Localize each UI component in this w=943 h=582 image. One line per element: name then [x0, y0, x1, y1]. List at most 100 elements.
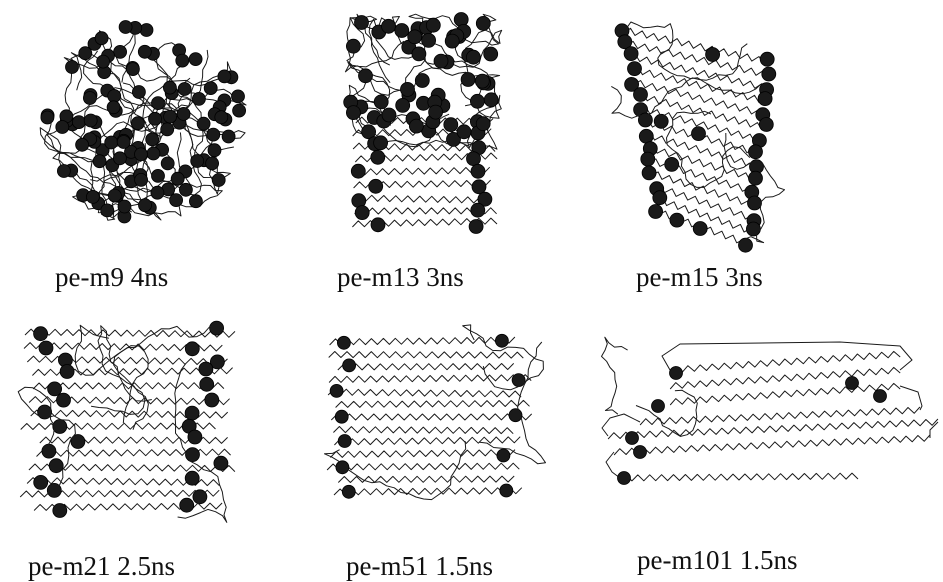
defect-bead	[335, 410, 348, 423]
defect-bead	[374, 136, 388, 150]
molecule-render-pe-m51	[318, 320, 550, 516]
defect-bead	[461, 73, 475, 87]
defect-bead	[57, 393, 71, 407]
defect-bead	[179, 183, 192, 196]
defect-bead	[693, 222, 707, 236]
defect-bead	[53, 504, 67, 518]
defect-bead	[484, 47, 498, 61]
defect-bead	[382, 19, 396, 33]
defect-bead	[618, 472, 631, 485]
defect-bead	[178, 83, 191, 96]
defect-bead	[634, 88, 648, 102]
panel-pe-m15	[600, 14, 800, 254]
defect-bead	[641, 152, 655, 166]
polymer-chain	[900, 386, 922, 410]
defect-bead	[49, 459, 63, 473]
defect-bead	[164, 110, 177, 123]
defect-bead	[409, 119, 423, 133]
polymer-chain	[670, 383, 900, 405]
defect-bead	[205, 393, 219, 407]
defect-bead	[132, 86, 145, 99]
defect-bead	[330, 384, 343, 397]
polymer-chain	[653, 185, 753, 219]
defect-bead	[60, 365, 74, 379]
defect-bead	[626, 432, 639, 445]
molecule-render-pe-m21	[10, 320, 245, 526]
polymer-chain	[37, 449, 231, 456]
defect-bead	[193, 490, 207, 504]
defect-bead	[475, 74, 489, 88]
defect-bead	[101, 204, 114, 217]
polymer-chain	[333, 427, 513, 434]
defect-bead	[748, 196, 762, 210]
defect-bead	[359, 69, 373, 83]
defect-bead	[152, 169, 165, 182]
defect-bead	[210, 321, 224, 335]
defect-bead	[653, 191, 667, 205]
defect-bead	[114, 45, 127, 58]
defect-bead	[207, 128, 220, 141]
polymer-chain	[620, 473, 858, 481]
defect-bead	[371, 218, 385, 232]
defect-bead	[336, 461, 349, 474]
defect-bead	[161, 123, 174, 136]
defect-bead	[445, 34, 459, 48]
polymer-chain	[27, 356, 227, 365]
defect-bead	[140, 24, 153, 37]
caption-pe-m13: pe-m13 3ns	[337, 262, 464, 292]
defect-bead	[48, 382, 62, 396]
molecule-render-pe-m101	[600, 330, 938, 500]
defect-bead	[138, 45, 151, 58]
defect-bead	[147, 147, 160, 160]
defect-bead	[170, 194, 183, 207]
defect-bead	[119, 21, 132, 34]
defect-bead	[338, 435, 351, 448]
defect-bead	[135, 148, 148, 161]
defect-bead	[176, 54, 189, 67]
defect-bead	[739, 238, 753, 252]
defect-bead	[638, 113, 652, 127]
defect-bead	[396, 98, 410, 112]
defect-bead	[185, 471, 199, 485]
polymer-chain	[636, 390, 697, 436]
defect-bead	[222, 130, 235, 143]
panel-pe-m9	[28, 12, 260, 234]
defect-bead	[107, 101, 120, 114]
defect-bead	[497, 449, 510, 462]
defect-bead	[509, 409, 522, 422]
defect-bead	[163, 81, 176, 94]
defect-bead	[371, 150, 385, 164]
defect-bead	[86, 190, 99, 203]
defect-bead	[97, 55, 110, 68]
defect-bead	[415, 74, 429, 88]
defect-bead	[692, 127, 706, 141]
panel-pe-m51	[318, 320, 550, 516]
defect-bead	[84, 114, 97, 127]
caption-pe-m15: pe-m15 3ns	[636, 262, 763, 292]
polymer-chain	[338, 363, 514, 370]
defect-bead	[95, 32, 108, 45]
defect-bead	[762, 67, 776, 81]
molecule-render-pe-m9	[28, 12, 260, 234]
defect-bead	[105, 136, 118, 149]
defect-bead	[470, 94, 484, 108]
defect-bead	[495, 334, 508, 347]
polymer-chain	[608, 419, 938, 439]
defect-bead	[232, 90, 245, 103]
polymer-chain	[330, 450, 515, 458]
defect-bead	[39, 341, 53, 355]
defect-bead	[758, 92, 772, 106]
defect-bead	[408, 30, 422, 44]
defect-bead	[351, 164, 365, 178]
defect-bead	[118, 200, 131, 213]
defect-bead	[108, 189, 121, 202]
defect-bead	[113, 152, 126, 165]
defect-bead	[66, 61, 79, 74]
defect-bead	[472, 180, 486, 194]
defect-bead	[188, 430, 202, 444]
defect-bead	[117, 136, 130, 149]
defect-bead	[41, 111, 54, 124]
defect-bead	[83, 92, 96, 105]
defect-bead	[759, 118, 773, 132]
defect-bead	[874, 390, 887, 403]
